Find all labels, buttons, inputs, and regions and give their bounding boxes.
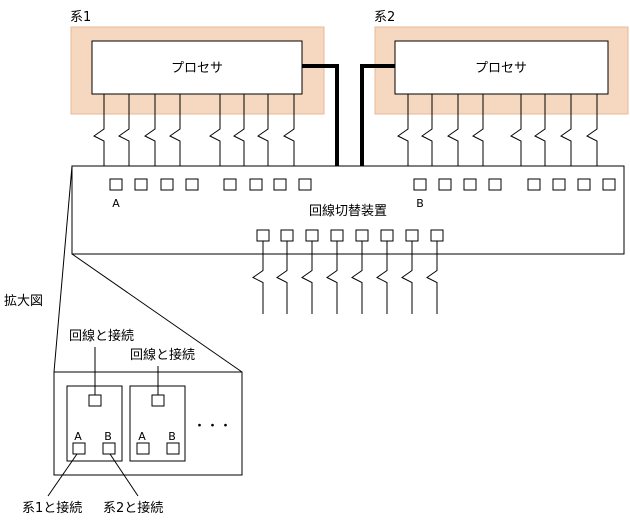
system2-line-5 — [510, 94, 522, 178]
enlarged-view: 拡大図 回線と接続 回線と接続 A B A B ・・・ 系1と接続 系2と接続 — [4, 165, 243, 516]
unit2-port-a-label: A — [138, 430, 146, 443]
ellipsis-text: ・・・ — [193, 419, 232, 434]
line-connect-label-2: 回線と接続 — [130, 347, 195, 363]
system2-line-2 — [421, 94, 433, 178]
switch-top-port-12 — [488, 178, 502, 191]
switch-top-port-14 — [552, 178, 566, 191]
switch-top-port-8 — [298, 178, 312, 191]
switch-bottom-port-7 — [405, 229, 419, 242]
system2-processor-box — [394, 40, 609, 95]
external-line-5 — [351, 241, 363, 314]
system1-line-8 — [283, 94, 295, 178]
switch-top-ports — [109, 178, 616, 191]
system1-line-5 — [209, 94, 221, 178]
zoom-guide-left — [53, 165, 73, 373]
system2-line-4 — [472, 94, 484, 178]
switch-top-port-13 — [527, 178, 541, 191]
line-connect-label-1: 回線と接続 — [69, 328, 134, 344]
port-b-label: B — [416, 197, 424, 210]
system2-line-8 — [586, 94, 598, 178]
external-line-7 — [401, 241, 413, 314]
switch-top-port-3 — [160, 178, 174, 191]
system2-line-1 — [397, 94, 409, 178]
switch-top-port-9 — [413, 178, 427, 191]
unit2-port-b — [166, 442, 180, 455]
sys1-connect-leader — [47, 453, 78, 497]
external-line-8 — [426, 241, 438, 314]
port-a-label: A — [112, 197, 120, 210]
system2-line-7 — [560, 94, 572, 178]
unit1-port-a-label: A — [74, 430, 82, 443]
system1-line-7 — [257, 94, 269, 178]
zoom-guide-right — [71, 253, 243, 373]
system1-line-4 — [169, 94, 181, 178]
switch-top-port-15 — [577, 178, 591, 191]
switch-bottom-port-1 — [256, 229, 270, 242]
switch-top-port-16 — [602, 178, 616, 191]
system1-line-1 — [93, 94, 105, 178]
external-line-2 — [276, 241, 288, 314]
external-line-4 — [326, 241, 338, 314]
system2-thick-cable — [360, 64, 395, 166]
external-line-6 — [376, 241, 388, 314]
system1-line-2 — [118, 94, 130, 178]
system1-label: 系1 — [70, 10, 91, 25]
connect-sys1-label: 系1と接続 — [22, 500, 82, 516]
switch-bottom-port-2 — [280, 229, 294, 242]
switch-bottom-port-3 — [305, 229, 319, 242]
unit2-port-b-label: B — [168, 430, 176, 443]
sys2-connect-leader — [109, 453, 139, 497]
unit1-port-b — [102, 442, 116, 455]
switch-top-port-10 — [438, 178, 452, 191]
enlarged-view-title: 拡大図 — [4, 294, 43, 309]
switch-top-port-5 — [223, 178, 237, 191]
system1-line-3 — [144, 94, 156, 178]
switch-top-port-7 — [273, 178, 287, 191]
system2-line-3 — [447, 94, 459, 178]
unit1-port-a — [72, 442, 86, 455]
system1-thick-cable — [302, 64, 339, 166]
switch-bottom-port-5 — [355, 229, 369, 242]
switch-top-port-2 — [134, 178, 148, 191]
external-line-3 — [301, 241, 313, 314]
unit1-port-b-label: B — [104, 430, 112, 443]
system1-line-group — [93, 94, 295, 178]
external-line-1 — [252, 241, 264, 314]
system1-processor-label: プロセサ — [171, 61, 223, 76]
line-switching-device: 回線切替装置 A B — [71, 165, 625, 314]
system2-line-group — [397, 94, 598, 178]
system2-processor-label: プロセサ — [475, 61, 527, 76]
unit2-line-port — [151, 394, 165, 407]
system2-line-6 — [534, 94, 546, 178]
system1: 系1 プロセサ — [70, 10, 325, 178]
switch-top-port-4 — [185, 178, 199, 191]
switch-top-port-1 — [109, 178, 123, 191]
switch-top-port-6 — [249, 178, 263, 191]
system1-line-6 — [233, 94, 245, 178]
system2: 系2 プロセサ — [374, 10, 629, 178]
switch-bottom-port-6 — [380, 229, 394, 242]
switch-device-label: 回線切替装置 — [309, 203, 387, 219]
system1-processor-box — [91, 40, 303, 95]
switch-bottom-port-4 — [330, 229, 344, 242]
switch-bottom-port-8 — [430, 229, 444, 242]
connect-sys2-label: 系2と接続 — [103, 500, 163, 516]
external-line-group — [252, 241, 438, 314]
unit2-port-a — [136, 442, 150, 455]
system2-label: 系2 — [374, 10, 395, 25]
switch-top-port-11 — [463, 178, 477, 191]
unit1-line-port — [88, 394, 102, 407]
